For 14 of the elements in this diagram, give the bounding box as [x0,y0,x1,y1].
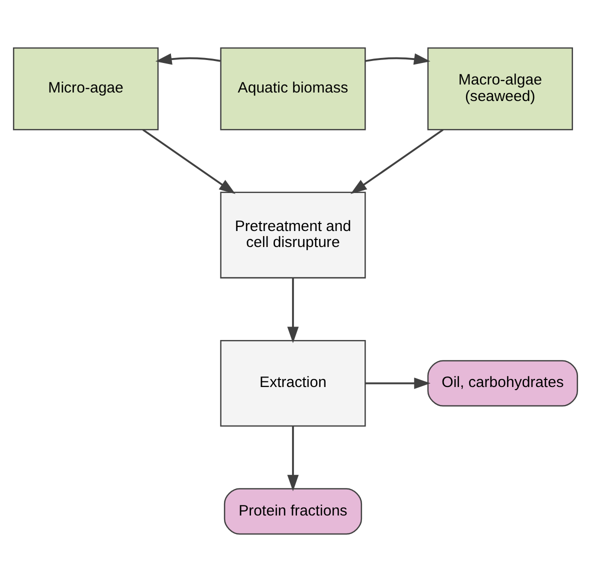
arrow [350,128,444,194]
arrow [155,52,220,64]
node-box: Pretreatment and cell disrupture [220,191,366,278]
arrow [287,278,299,343]
node-box: Macro-algae (seaweed) [427,46,573,130]
arrow [365,52,430,64]
node-box: Protein fractions [224,488,362,534]
arrow [365,377,430,389]
arrow [142,128,236,194]
arrow [287,426,299,491]
node-box: Aquatic biomass [220,46,366,130]
node-box: Extraction [220,339,366,426]
node-box: Oil, carbohydrates [427,360,578,406]
node-box: Micro-agae [12,46,159,130]
